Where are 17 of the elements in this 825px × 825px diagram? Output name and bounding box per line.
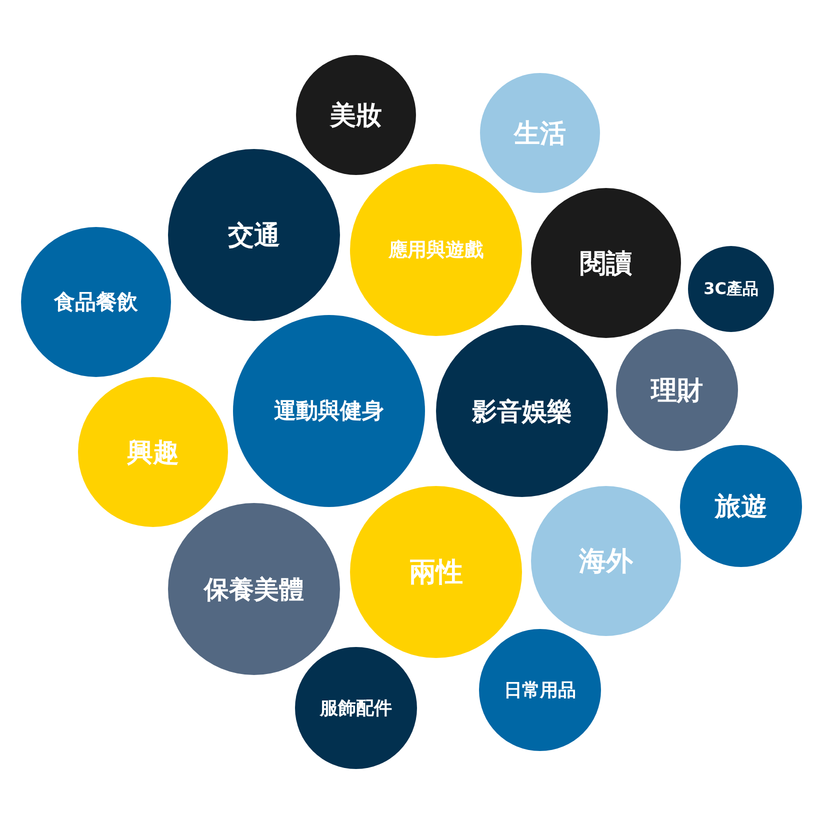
category-label: 美妝 — [330, 100, 382, 132]
category-label: 食品餐飲 — [54, 289, 138, 316]
category-label: 理財 — [651, 374, 703, 408]
category-label: 海外 — [579, 545, 633, 579]
category-label: 日常用品 — [504, 679, 576, 702]
category-label: 運動與健身 — [274, 398, 384, 426]
category-label: 影音娛樂 — [472, 396, 572, 428]
category-label: 應用與遊戲 — [388, 238, 484, 263]
category-label: 保養美體 — [204, 574, 304, 606]
category-label: 兩性 — [409, 556, 463, 590]
category-label: 3C產品 — [704, 278, 758, 300]
category-label: 交通 — [228, 220, 280, 252]
category-label: 服飾配件 — [320, 697, 392, 720]
category-label: 旅遊 — [715, 490, 767, 524]
category-label: 興趣 — [127, 436, 179, 470]
category-label: 閱讀 — [580, 248, 632, 280]
category-label: 生活 — [514, 118, 566, 150]
